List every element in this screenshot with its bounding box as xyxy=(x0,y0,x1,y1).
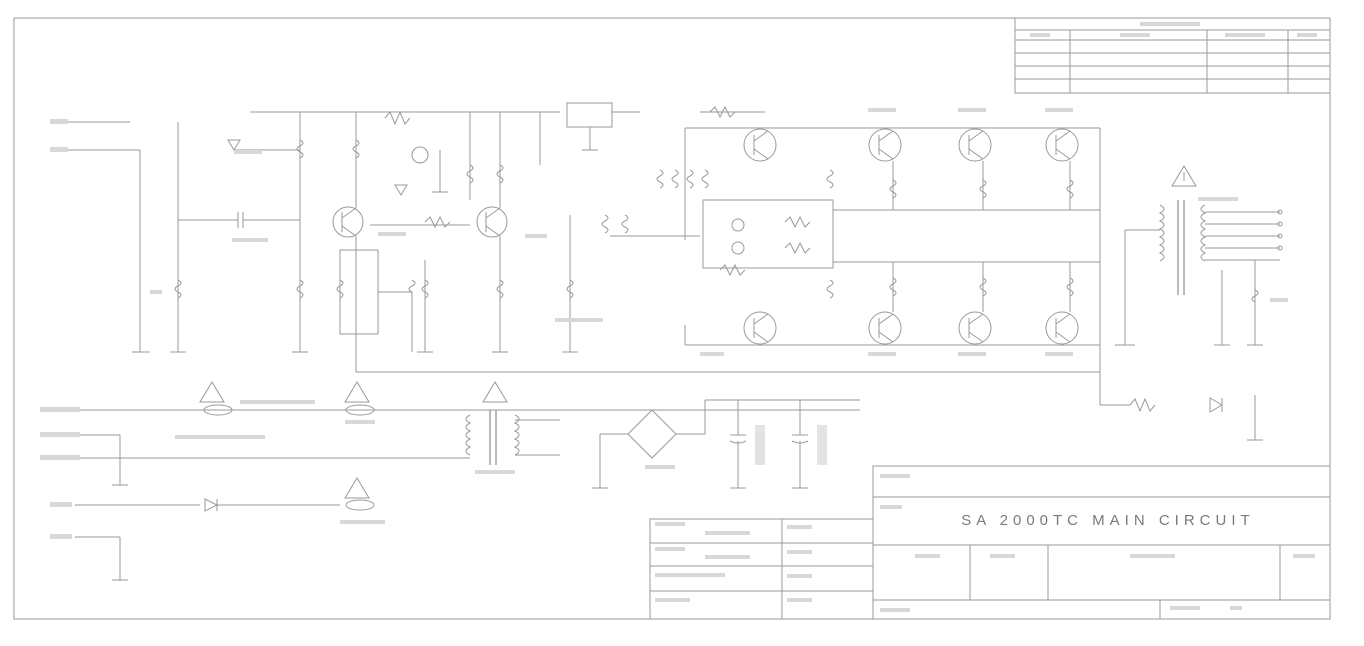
output-transformer xyxy=(1100,165,1288,441)
drawing-title: SA 2000TC MAIN CIRCUIT xyxy=(961,512,1254,529)
title-block xyxy=(872,465,1331,620)
signoff-block xyxy=(649,518,874,620)
input-section xyxy=(50,102,640,372)
power-supply xyxy=(40,371,1100,581)
output-section xyxy=(601,105,1101,405)
revision-block xyxy=(1014,17,1331,94)
